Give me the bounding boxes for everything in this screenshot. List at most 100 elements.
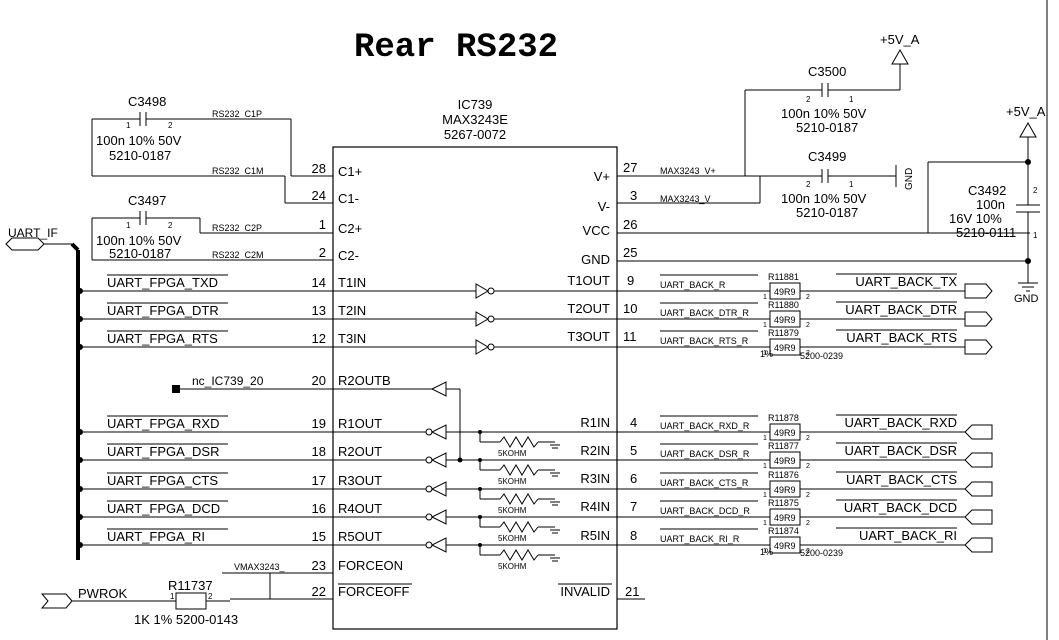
cap-pin: 2 xyxy=(1033,186,1038,195)
res-pin: 2 xyxy=(806,492,810,499)
bus-tap xyxy=(77,316,83,322)
back-net-label: UART_BACK_RXD_R xyxy=(660,421,750,431)
back-net-label: UART_BACK_RTS_R xyxy=(660,336,749,346)
cap-pin: 1 xyxy=(849,180,854,189)
res-pin: 2 xyxy=(806,350,810,357)
power-label: +5V_A xyxy=(1006,104,1046,119)
sheet-title: Rear RS232 xyxy=(354,29,558,67)
port-connector xyxy=(964,537,993,553)
back-net-label: UART_BACK_DTR_R xyxy=(660,308,749,318)
res-ref: R11874 xyxy=(768,526,799,536)
res-pin: 2 xyxy=(806,520,810,527)
back-net-label: UART_BACK_DSR_R xyxy=(660,449,750,459)
cap-c3492: +5V_A GND C3492 2 1 100n 16V 10% 5210-01… xyxy=(927,104,1046,305)
pulldown-value: 5KOHM xyxy=(498,562,527,571)
cap-c3497: C3497 1 2 100n 10% 50V 5210-0187 RS232_C… xyxy=(91,193,305,261)
net-label: nc_IC739_20 xyxy=(192,374,264,388)
res-code: 5200-0239 xyxy=(800,548,843,558)
pin-number: 28 xyxy=(312,161,326,176)
gnd-label: GND xyxy=(904,168,915,190)
connector-label: UART_BACK_RXD xyxy=(845,415,957,430)
pin-number: 27 xyxy=(623,160,637,175)
bus-tap xyxy=(77,344,83,350)
cap-c3498: C3498 1 2 100n 10% 50V 5210-0187 RS232_C… xyxy=(91,94,305,204)
bus-label: UART_IF xyxy=(8,226,58,240)
res-ref: R11876 xyxy=(768,470,799,480)
res-value: 49R9 xyxy=(774,343,796,353)
res-pin: 1 xyxy=(763,492,767,499)
res-value: 49R9 xyxy=(774,485,796,495)
pin-name: V- xyxy=(598,199,610,214)
pin-number: 1 xyxy=(319,217,326,232)
junction-dot xyxy=(478,543,482,547)
pin-name: R2OUT xyxy=(338,444,382,459)
cap-rating: 16V 10% xyxy=(949,211,1002,226)
cap-value: 100n 10% 50V xyxy=(96,233,182,248)
right-pin-stubs xyxy=(617,175,1030,600)
cap-ref: C3500 xyxy=(808,64,846,79)
pin-number: 10 xyxy=(623,301,637,316)
pulldown-resistor xyxy=(499,436,539,448)
pin-number: 15 xyxy=(312,529,326,544)
signal-label: UART_FPGA_TXD xyxy=(107,275,218,290)
bus-tap xyxy=(77,457,83,463)
port-connector xyxy=(964,424,993,440)
res-ref: R11880 xyxy=(768,300,799,310)
pulldown-resistor xyxy=(499,493,539,505)
res-ref: R11878 xyxy=(768,413,799,423)
pulldown-resistor xyxy=(499,521,539,533)
pin-name: FORCEON xyxy=(338,558,403,573)
connector-label: UART_BACK_CTS xyxy=(846,472,957,487)
back-net-label: UART_BACK_CTS_R xyxy=(660,478,749,488)
pin-number: 9 xyxy=(627,273,634,288)
cap-ref: C3492 xyxy=(968,183,1006,198)
res-ref: R11879 xyxy=(768,328,799,338)
res-ref: R11875 xyxy=(768,498,799,508)
res-code: 5200-0239 xyxy=(800,351,843,361)
res-pin: 2 xyxy=(208,592,213,601)
res-value: 49R9 xyxy=(774,428,796,438)
pin-number: 25 xyxy=(623,245,637,260)
pin-name: R2OUTB xyxy=(338,373,391,388)
connector-label: UART_BACK_DSR xyxy=(845,443,957,458)
cap-c3499: GND C3499 2 1 100n 10% 50V 5210-0187 MAX… xyxy=(660,149,915,220)
bus-tap xyxy=(77,486,83,492)
signal-label: UART_FPGA_RI xyxy=(107,529,205,544)
cap-ref: C3499 xyxy=(808,149,846,164)
cap-ref: C3498 xyxy=(128,94,166,109)
pulldown-value: 5KOHM xyxy=(498,534,527,543)
pin-number: 17 xyxy=(312,473,326,488)
cap-value: 100n 10% 50V xyxy=(781,191,867,206)
connector-label: UART_BACK_RI xyxy=(859,528,957,543)
pin-name: GND xyxy=(581,252,610,267)
connector-label: UART_BACK_DCD xyxy=(844,500,957,515)
pin-number: 6 xyxy=(630,471,637,486)
pin-name: R4IN xyxy=(580,499,610,514)
cap-value: 100n 10% 50V xyxy=(96,133,182,148)
res-pin: 1 xyxy=(763,435,767,442)
pin-name: C1- xyxy=(338,191,359,206)
pin-number: 13 xyxy=(312,303,326,318)
signal-label: UART_FPGA_DSR xyxy=(107,444,219,459)
res-value: 1K 1% 5200-0143 xyxy=(134,612,238,627)
junction-dot xyxy=(478,430,482,434)
cap-value: 100n xyxy=(976,197,1005,212)
pulldown-resistor xyxy=(499,464,539,476)
port-connector xyxy=(964,509,993,525)
pin-name: T2IN xyxy=(338,303,366,318)
res-pin: 2 xyxy=(806,463,810,470)
cap-value: 100n 10% 50V xyxy=(781,106,867,121)
pin-name: R3OUT xyxy=(338,473,382,488)
pin-number: 12 xyxy=(312,331,326,346)
pin-name: INVALID xyxy=(560,584,610,599)
net-label: VMAX3243_ xyxy=(234,562,286,572)
ic-ref: IC739 xyxy=(458,97,493,112)
port-connector xyxy=(964,339,993,355)
pin-number: 19 xyxy=(312,416,326,431)
buffer-wires: nc_IC739_20 xyxy=(172,283,617,463)
res-value: 49R9 xyxy=(774,315,796,325)
res-pin: 1 xyxy=(763,294,767,301)
left-pins: 28 C1+ 24 C1- 1 C2+ 2 C2- 14 T1IN 13 T2I… xyxy=(312,161,412,599)
